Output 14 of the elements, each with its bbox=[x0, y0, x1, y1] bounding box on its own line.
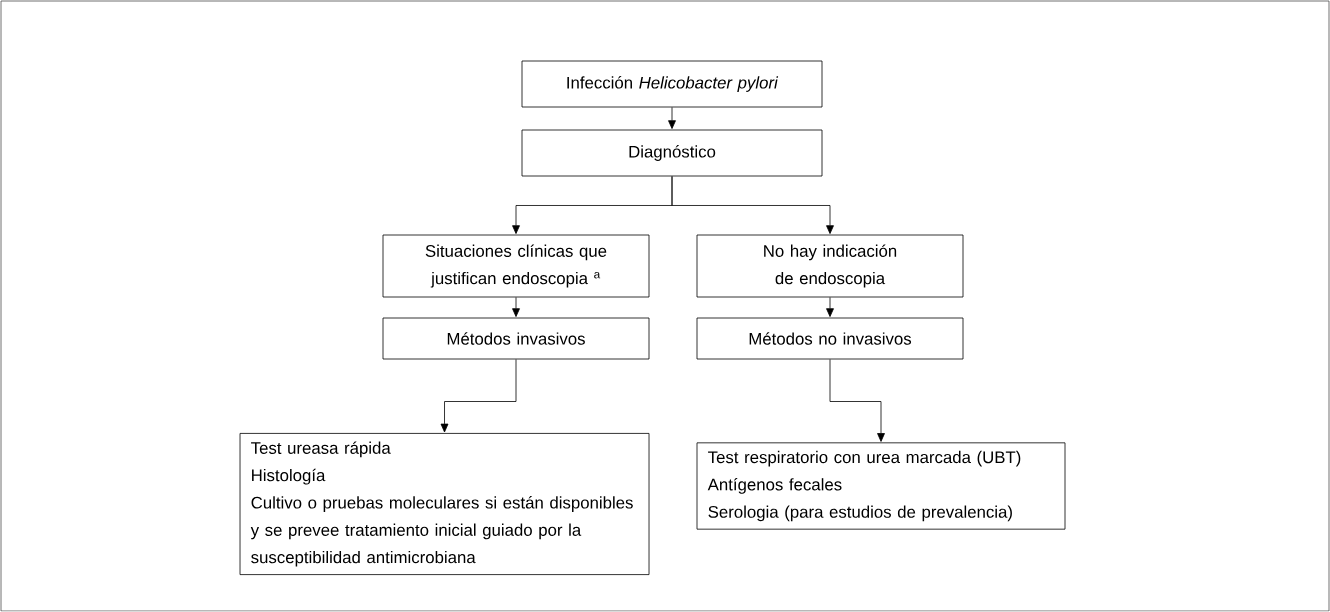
list-box: Test respiratorio con urea marcada (UBT) Antígenos fecales Serologia (para estudios de prevalencia) bbox=[696, 442, 1066, 530]
arrow bbox=[826, 297, 834, 317]
process-box: Diagnóstico bbox=[521, 129, 823, 177]
list-box: Test ureasa rápida Histología Cultivo o pruebas moleculares si están disponibles y se prevee tratamiento inicial guiado por la susceptibilidad antimicrobiana bbox=[239, 433, 650, 575]
arrow bbox=[440, 359, 517, 433]
process-box: Situaciones clínicas que justifican endoscopia $^{a}$ bbox=[382, 234, 650, 298]
process-box: No hay indicación de endoscopia bbox=[696, 234, 964, 298]
arrow bbox=[671, 176, 834, 234]
process-box: Métodos no invasivos bbox=[696, 317, 964, 360]
arrow bbox=[668, 107, 676, 129]
arrow bbox=[512, 297, 520, 317]
process-box: Infección Helicobacter pylori bbox=[521, 60, 823, 108]
process-box: Métodos invasivos bbox=[382, 317, 650, 360]
arrow bbox=[829, 359, 885, 442]
